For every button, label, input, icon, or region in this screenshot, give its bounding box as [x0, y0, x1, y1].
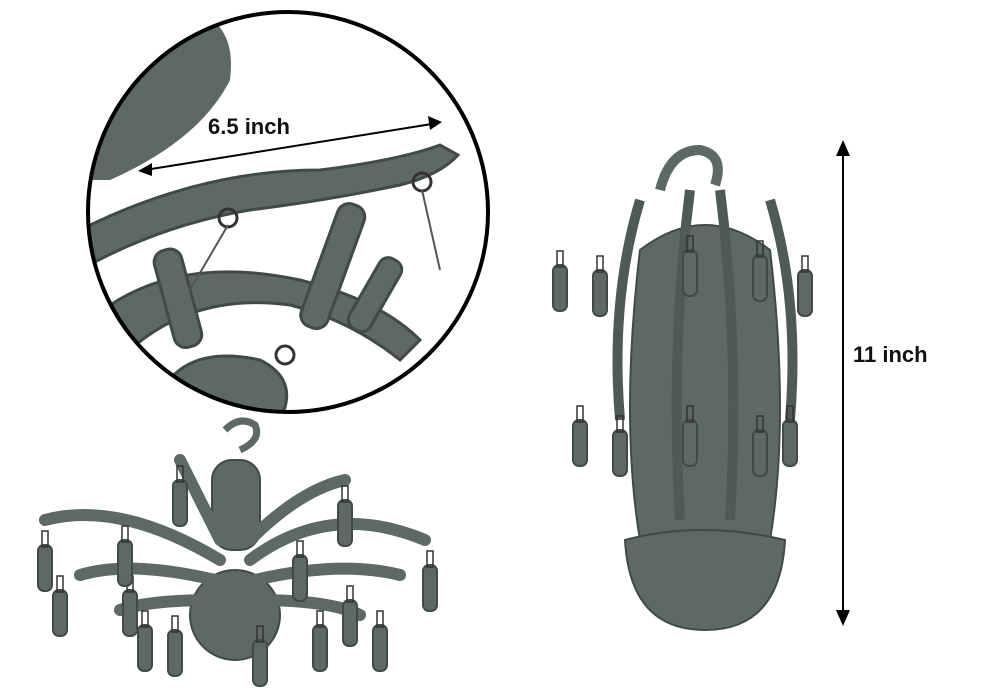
folded-dryer-image	[552, 140, 850, 632]
open-dryer-image	[37, 417, 438, 687]
width-dimension-label: 6.5 inch	[208, 114, 290, 139]
width-dimension-arrow	[138, 116, 442, 176]
detail-zoom-circle	[86, 10, 490, 414]
height-dimension-label: 11 inch	[853, 342, 928, 367]
height-dimension-arrow	[836, 140, 850, 626]
